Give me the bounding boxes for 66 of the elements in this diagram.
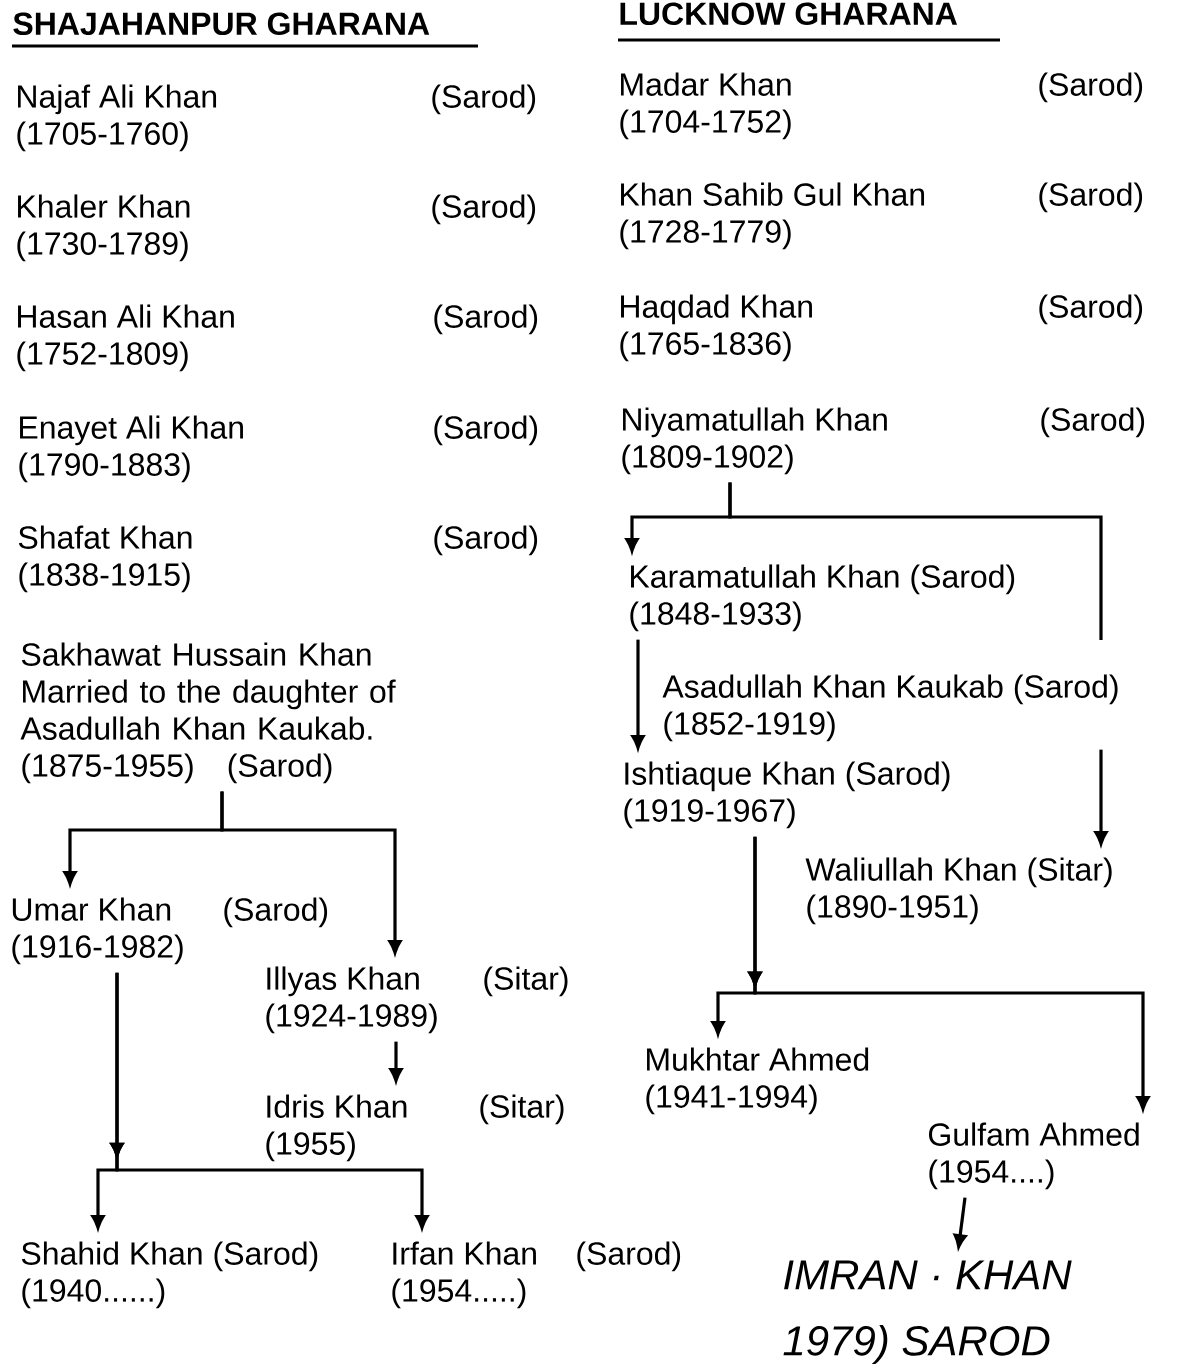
person-name: Waliullah Khan [805,857,1016,881]
instrument-label: (Sarod) [911,564,1015,595]
instrument-label: (Sarod) [577,1241,681,1272]
person-name: Umar Khan [12,897,171,921]
instrument-label: (Sitar) [480,1094,564,1125]
instrument-label: (Sitar) [484,966,568,997]
life-years: (1916-1982) [12,934,183,965]
life-years: (1924-1989) [266,1003,437,1034]
instrument-label: (Sarod) [1039,182,1143,213]
person-name: Irfan Khan [393,1241,536,1265]
life-years: (1954....) [929,1159,1054,1190]
person-note: Sakhawat Hussain Khan Married to the daughter of Asadullah Khan Kaukab. [20,642,396,740]
person-name: Mukhtar Ahmed [647,1047,869,1071]
instrument-label: (Sarod) [846,761,950,792]
person-name: Enayet Ali Khan [20,415,243,446]
instrument-label: (Sarod) [434,525,538,556]
person-name: Idris Khan [267,1094,407,1118]
life-years: (1728-1779) [620,219,791,250]
person-name: Najaf Ali Khan [18,84,217,115]
life-years: (1838-1915) [19,562,190,593]
instrument-label: (Sarod) [1014,674,1118,705]
person-name: Shahid Khan [21,1241,202,1265]
life-years: (1765-1836) [620,331,791,362]
life-years: (1705-1760) [17,121,188,152]
person-name: Niyamatullah Khan [623,407,887,438]
life-years: (1941-1994) [646,1084,817,1115]
person-name: Shafat Khan [18,525,192,549]
life-years: (1790-1883) [19,452,190,483]
life-years: (1875-1955) [22,753,193,784]
instrument-label: (Sarod) [432,84,536,115]
person-name: Hasan Ali Khan [18,304,234,328]
life-years: (1955) [266,1131,355,1162]
instrument-label: (Sarod) [228,753,332,784]
person-name: Asadullah Khan Kaukab [662,674,1003,698]
instrument-label: (Sarod) [432,194,536,225]
instrument-label: (Sarod) [434,304,538,335]
life-years: (1940......) [22,1278,165,1309]
instrument-label: (Sarod) [434,415,538,446]
person-name: Gulfam Ahmed [929,1122,1139,1146]
person-name: Madar Khan [621,72,791,96]
life-years: (1730-1789) [17,231,188,262]
instrument-label: (Sarod) [1039,294,1143,325]
person-name: Khan Sahib Gul Khan [621,182,925,206]
person-name: Ishtiaque Khan [625,761,834,792]
handwritten-note: 1979) SAROD [783,1324,1050,1364]
life-years: (1919-1967) [624,798,795,829]
life-years: (1852-1919) [664,711,835,742]
instrument-label: (Sitar) [1028,857,1112,888]
life-years: (1890-1951) [807,894,978,925]
instrument-label: (Sarod) [1041,407,1145,438]
arrow [953,1197,967,1249]
life-years: (1848-1933) [630,601,801,632]
instrument-label: (Sarod) [1039,72,1143,103]
handwritten-note: IMRAN · KHAN [784,1260,1072,1290]
instrument-label: (Sarod) [214,1241,318,1272]
person-name: Khaler Khan [18,194,190,218]
person-name: Haqdad Khan [621,294,812,325]
person-name: Karamatullah Khan [631,564,899,588]
life-years: (1954.....) [392,1278,526,1309]
heading-text: LUCKNOW GHARANA [620,2,957,26]
life-years: (1752-1809) [17,341,188,372]
life-years: (1809-1902) [622,444,793,475]
instrument-label: (Sarod) [224,897,328,928]
person-name: Illyas Khan [267,966,419,997]
heading-text: SHAJAHANPUR GHARANA [13,12,430,36]
life-years: (1704-1752) [620,109,791,140]
